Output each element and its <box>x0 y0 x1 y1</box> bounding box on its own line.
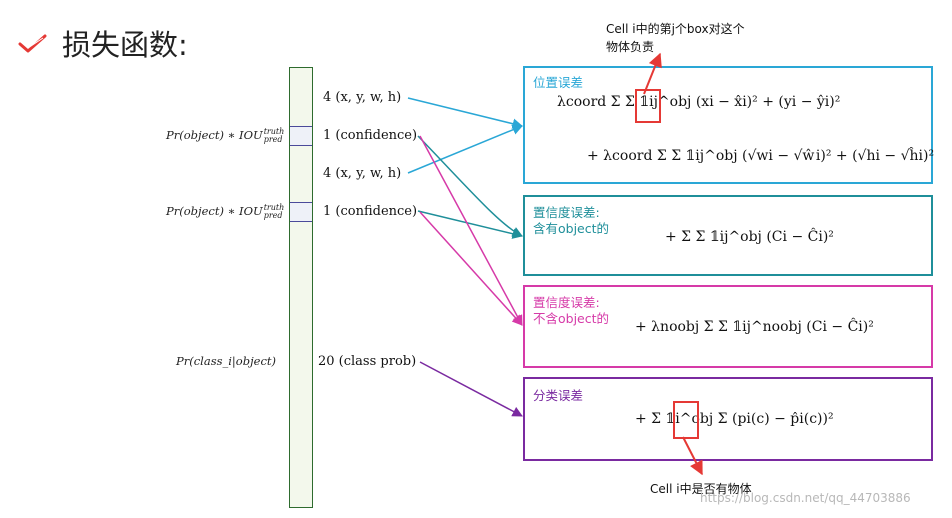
arrow-coords-2 <box>407 124 523 174</box>
label-box1-coords: 4 (x, y, w, h) <box>323 90 402 105</box>
confidence-cell-1 <box>290 126 312 146</box>
annotation-top-line2: 物体负责 <box>606 40 655 54</box>
confidence-cell-2 <box>290 202 312 222</box>
indicator-highlight-ij <box>635 89 661 123</box>
arrow-conf1-noobj <box>419 135 523 326</box>
label-box2-confidence: 1 (confidence) <box>323 204 418 219</box>
coord-error-box: 位置误差 λcoord Σ Σ 𝟙ij^obj (xi − x̂i)² + (y… <box>523 66 935 184</box>
coord-formula-line2: + λcoord Σ Σ 𝟙ij^obj (√wi − √ŵi)² + (√hi… <box>587 148 935 164</box>
label-box1-confidence: 1 (confidence) <box>323 128 418 143</box>
arrow-conf1-obj <box>417 135 523 237</box>
label-class-prob: 20 (class prob) <box>318 354 417 369</box>
page-title: 损失函数: <box>62 28 188 62</box>
arrow-conf2-obj <box>417 210 524 239</box>
label-box2-coords: 4 (x, y, w, h) <box>323 166 402 181</box>
prob-label-class: Pr(class_i|object) <box>176 354 277 368</box>
class-error-box: 分类误差 + Σ 𝟙i^obj Σ (pi(c) − p̂i(c))² <box>523 377 933 461</box>
class-formula: + Σ 𝟙i^obj Σ (pi(c) − p̂i(c))² <box>635 411 834 427</box>
conf-noobj-title-1: 置信度误差: <box>533 295 600 310</box>
class-error-title: 分类误差 <box>533 388 584 403</box>
watermark: https://blog.csdn.net/qq_44703886 <box>700 491 911 505</box>
annotation-bottom: Cell i中是否有物体 <box>650 482 752 496</box>
indicator-highlight-i <box>673 401 699 439</box>
annotation-top-line1: Cell i中的第j个box对这个 <box>606 22 745 36</box>
arrow-class <box>419 361 523 417</box>
conf-noobj-title-2: 不含object的 <box>533 311 610 326</box>
coord-error-title: 位置误差 <box>533 75 584 90</box>
conf-obj-box: 置信度误差: 含有object的 + Σ Σ 𝟙ij^obj (Ci − Ĉi)… <box>523 195 933 276</box>
arrow-coords-1 <box>407 97 524 129</box>
conf-obj-formula: + Σ Σ 𝟙ij^obj (Ci − Ĉi)² <box>665 229 834 245</box>
conf-obj-title-1: 置信度误差: <box>533 205 600 220</box>
conf-noobj-box: 置信度误差: 不含object的 + λnoobj Σ Σ 𝟙ij^noobj … <box>523 285 933 368</box>
output-vector <box>289 67 313 508</box>
checkmark-icon <box>18 34 47 53</box>
coord-formula-line1: λcoord Σ Σ 𝟙ij^obj (xi − x̂i)² + (yi − ŷ… <box>557 94 841 110</box>
arrow-conf2-noobj <box>419 211 523 326</box>
conf-noobj-formula: + λnoobj Σ Σ 𝟙ij^noobj (Ci − Ĉi)² <box>635 319 874 335</box>
conf-obj-title-2: 含有object的 <box>533 221 610 236</box>
